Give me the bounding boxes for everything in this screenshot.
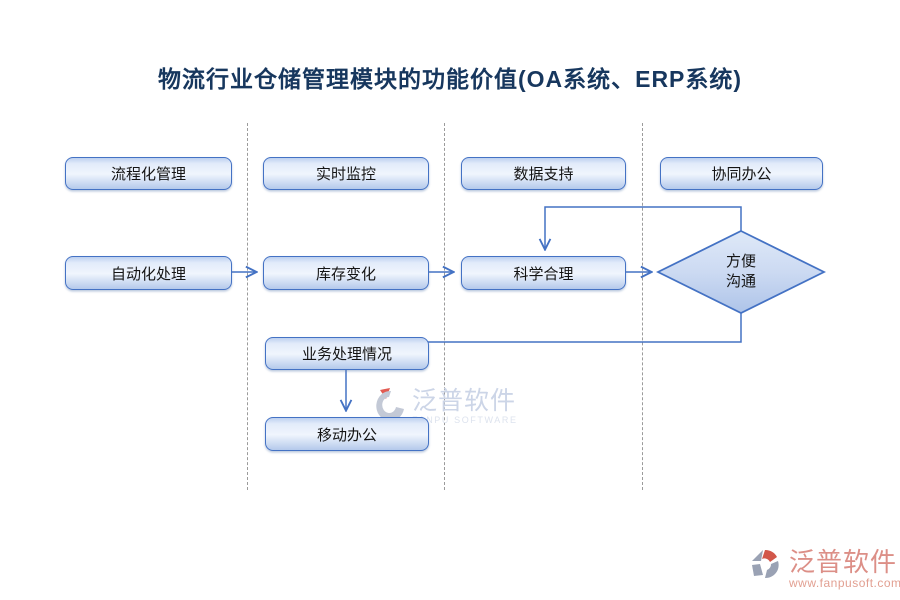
watermark-corner-brand: 泛普软件 (789, 547, 898, 577)
node-scientific-reasonable: 科学合理 (461, 256, 626, 290)
diagram-title: 物流行业仓储管理模块的功能价值(OA系统、ERP系统) (157, 66, 743, 92)
fanpu-logo-icon (376, 388, 404, 421)
node-collaborative-office: 协同办公 (660, 157, 823, 190)
diamond-shape (655, 229, 827, 315)
watermark-center-subtitle: FANPU SOFTWARE (412, 415, 518, 425)
watermark-center-text: 泛普软件 FANPU SOFTWARE (412, 388, 518, 425)
fanpu-logo-icon (752, 549, 779, 579)
node-mobile-office: 移动办公 (265, 417, 429, 451)
column-separator-3 (642, 123, 643, 490)
node-inventory-change: 库存变化 (263, 256, 429, 290)
node-automated-processing: 自动化处理 (65, 256, 232, 290)
watermark-center: 泛普软件 FANPU SOFTWARE (374, 388, 518, 426)
watermark-corner-text: 泛普软件 www.fanpusoft.com (789, 547, 900, 591)
connector-decision-feedback-to-science (545, 206, 742, 249)
decision-label: 方便 沟通 (725, 253, 756, 290)
decision-convenient-communication: 方便 沟通 (655, 229, 827, 315)
column-separator-1 (247, 123, 248, 490)
watermark-corner-url: www.fanpusoft.com (789, 576, 900, 590)
node-data-support: 数据支持 (461, 157, 626, 190)
watermark-center-brand: 泛普软件 (412, 387, 517, 415)
connector-decision-to-business (428, 313, 742, 343)
watermark-corner: 泛普软件 www.fanpusoft.com (751, 549, 900, 590)
node-realtime-monitoring: 实时监控 (263, 157, 429, 190)
node-process-management: 流程化管理 (65, 157, 232, 190)
column-separator-2 (444, 123, 445, 490)
node-business-handling: 业务处理情况 (265, 337, 429, 370)
